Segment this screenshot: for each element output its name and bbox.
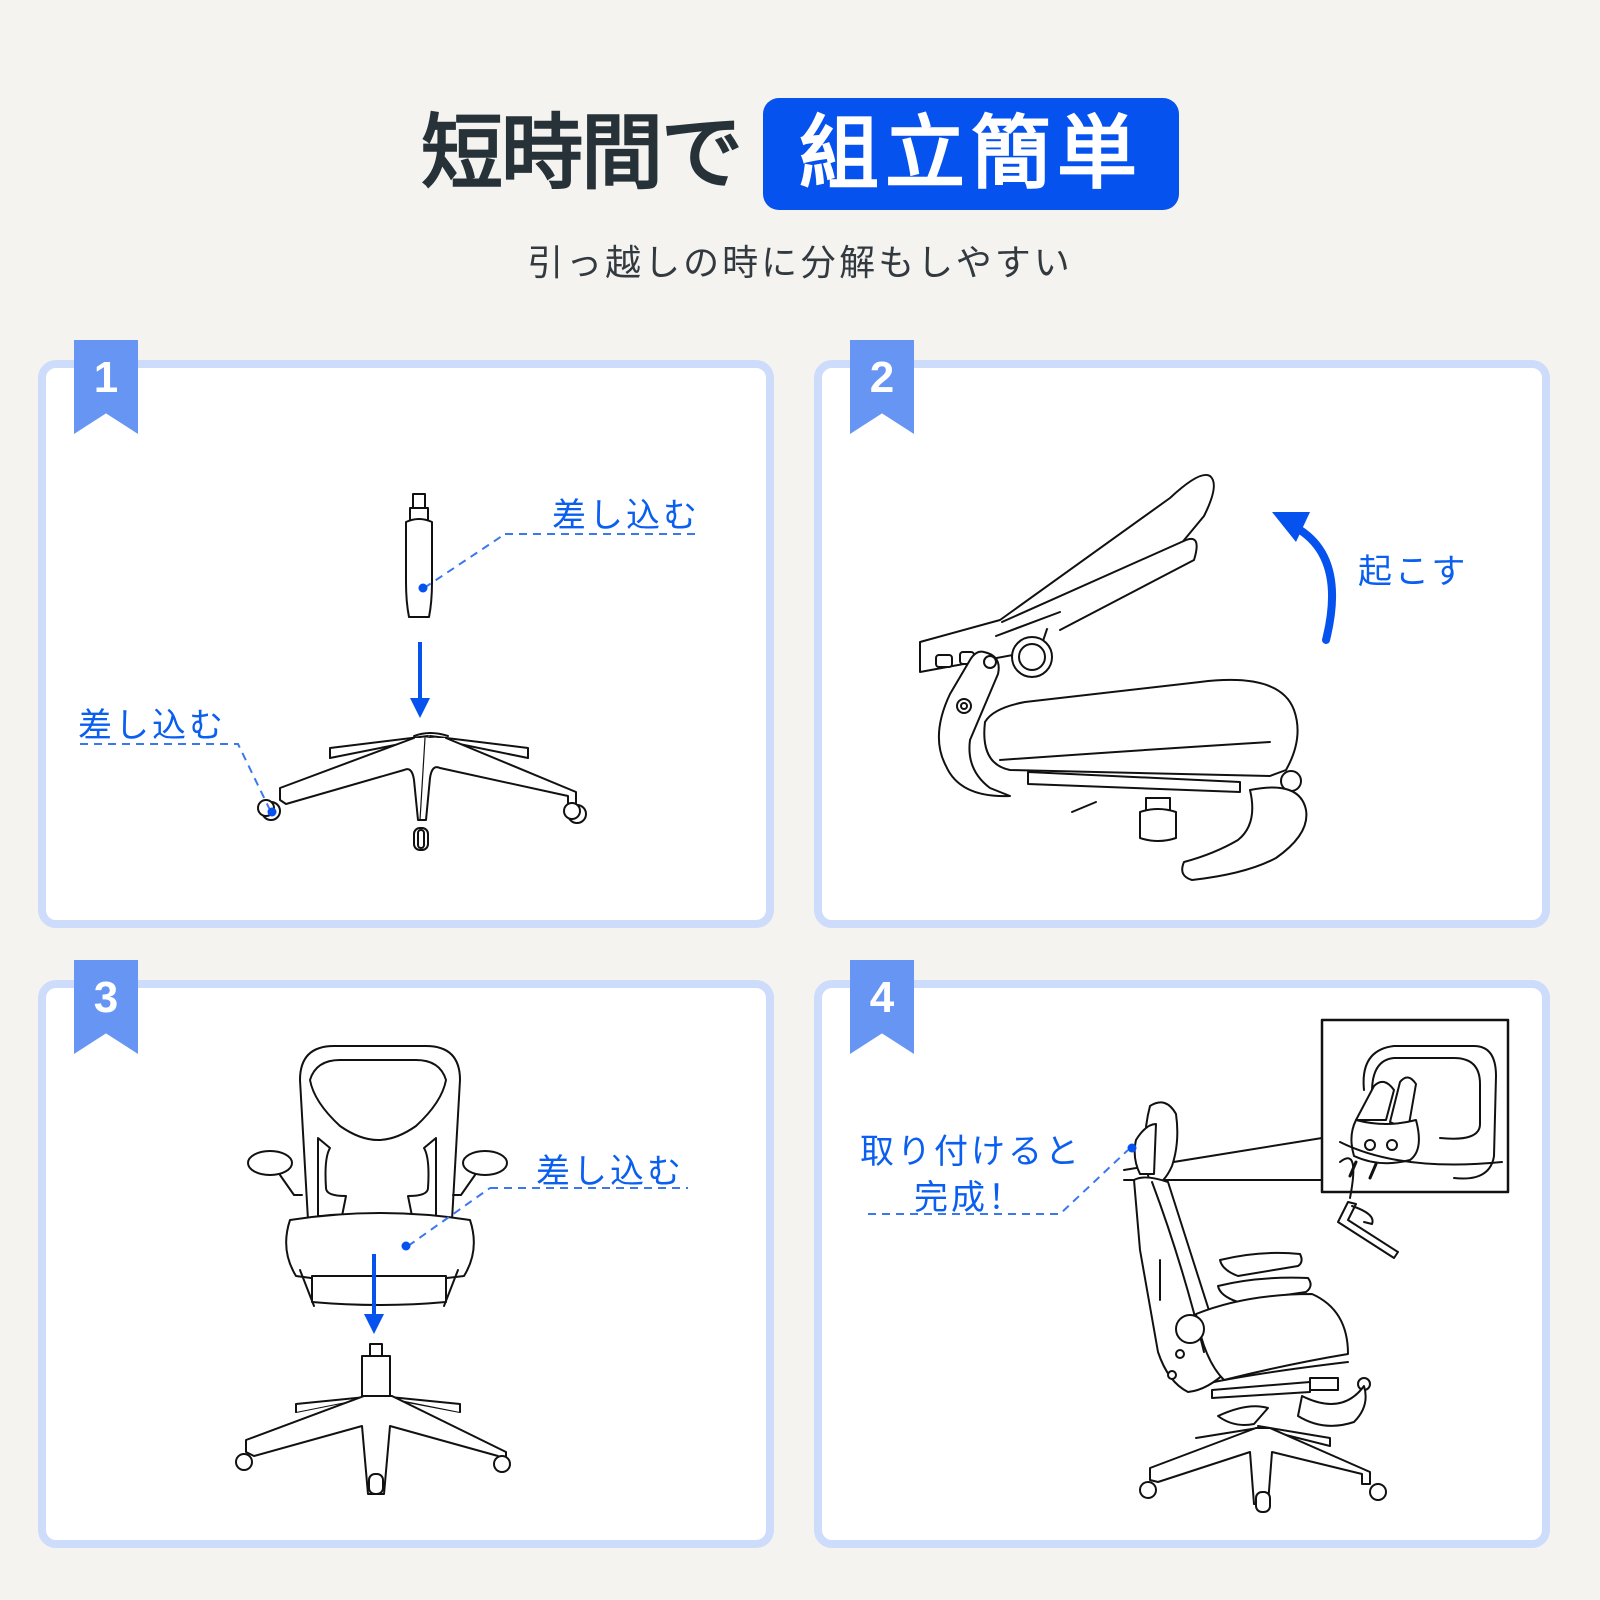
header: 短時間で 組立簡単 引っ越しの時に分解もしやすい	[0, 0, 1600, 320]
step-4-label-complete: 完成！	[914, 1178, 1025, 1218]
step-card-3	[38, 980, 774, 1548]
step-3-label-insert: 差し込む	[536, 1152, 684, 1192]
title-prefix: 短時間で	[420, 106, 743, 201]
step-card-4	[814, 980, 1550, 1548]
step-card-1	[38, 360, 774, 928]
title-row: 短時間で 組立簡単	[0, 98, 1600, 210]
title-highlight-pill: 組立簡単	[763, 98, 1179, 210]
step-4-label-attach: 取り付けると	[860, 1132, 1082, 1172]
subtitle: 引っ越しの時に分解もしやすい	[527, 243, 1073, 284]
step-2-label-raise: 起こす	[1358, 552, 1469, 592]
step-1-label-gas-lift: 差し込む	[552, 496, 700, 536]
step-badge-3: 3	[74, 960, 138, 1054]
step-1-label-caster: 差し込む	[78, 706, 226, 746]
step-card-2	[814, 360, 1550, 928]
